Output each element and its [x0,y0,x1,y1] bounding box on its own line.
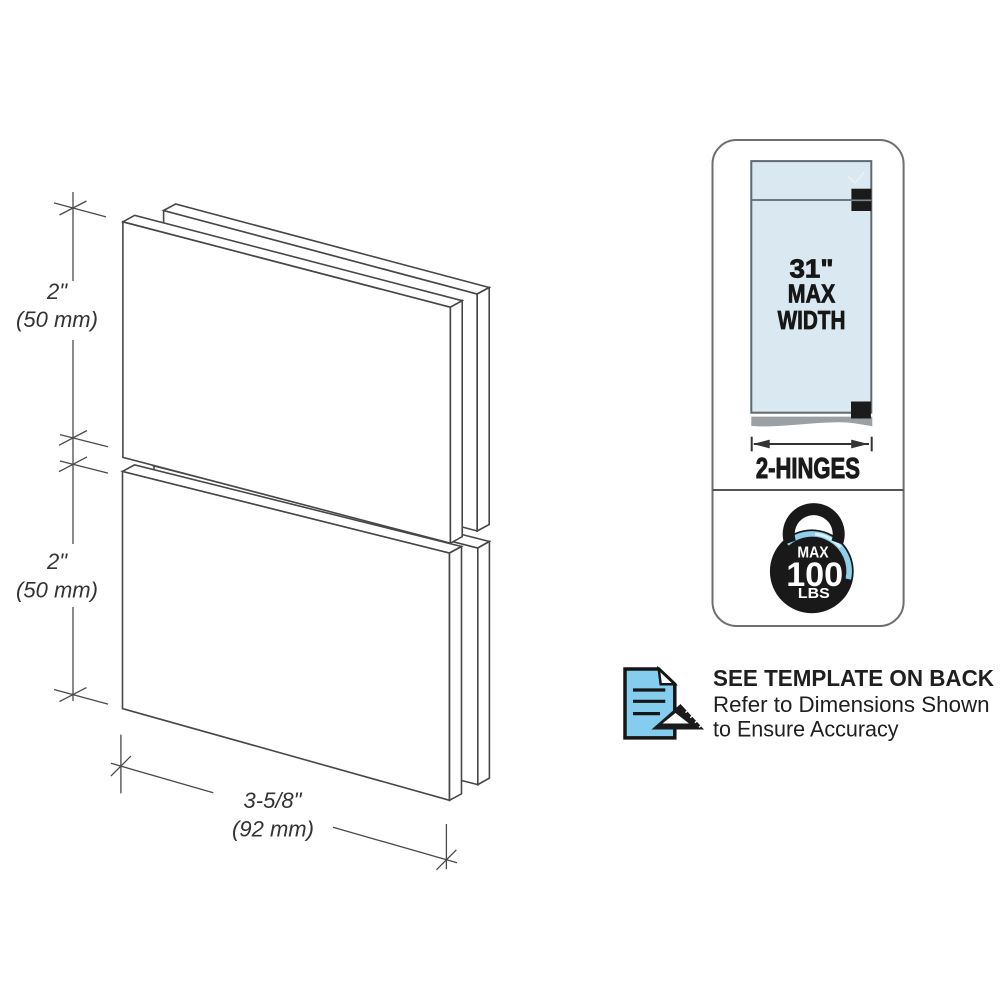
svg-text:SEE TEMPLATE ON BACK: SEE TEMPLATE ON BACK [713,665,994,691]
svg-text:(50 mm): (50 mm) [16,307,98,332]
svg-text:MAX: MAX [788,279,836,309]
svg-text:(92 mm): (92 mm) [232,817,314,842]
svg-text:2": 2" [46,279,68,304]
svg-text:3-5/8": 3-5/8" [244,788,303,813]
svg-text:2": 2" [46,549,68,574]
svg-text:Refer to Dimensions Shown: Refer to Dimensions Shown [713,692,990,717]
svg-text:MAX: MAX [797,544,828,561]
svg-text:2-HINGES: 2-HINGES [756,453,860,485]
svg-text:31": 31" [790,253,834,283]
svg-text:LBS: LBS [798,585,830,602]
svg-text:to Ensure Accuracy: to Ensure Accuracy [713,717,899,742]
svg-text:(50 mm): (50 mm) [16,578,98,603]
svg-text:100: 100 [786,556,843,594]
svg-text:WIDTH: WIDTH [778,305,846,335]
